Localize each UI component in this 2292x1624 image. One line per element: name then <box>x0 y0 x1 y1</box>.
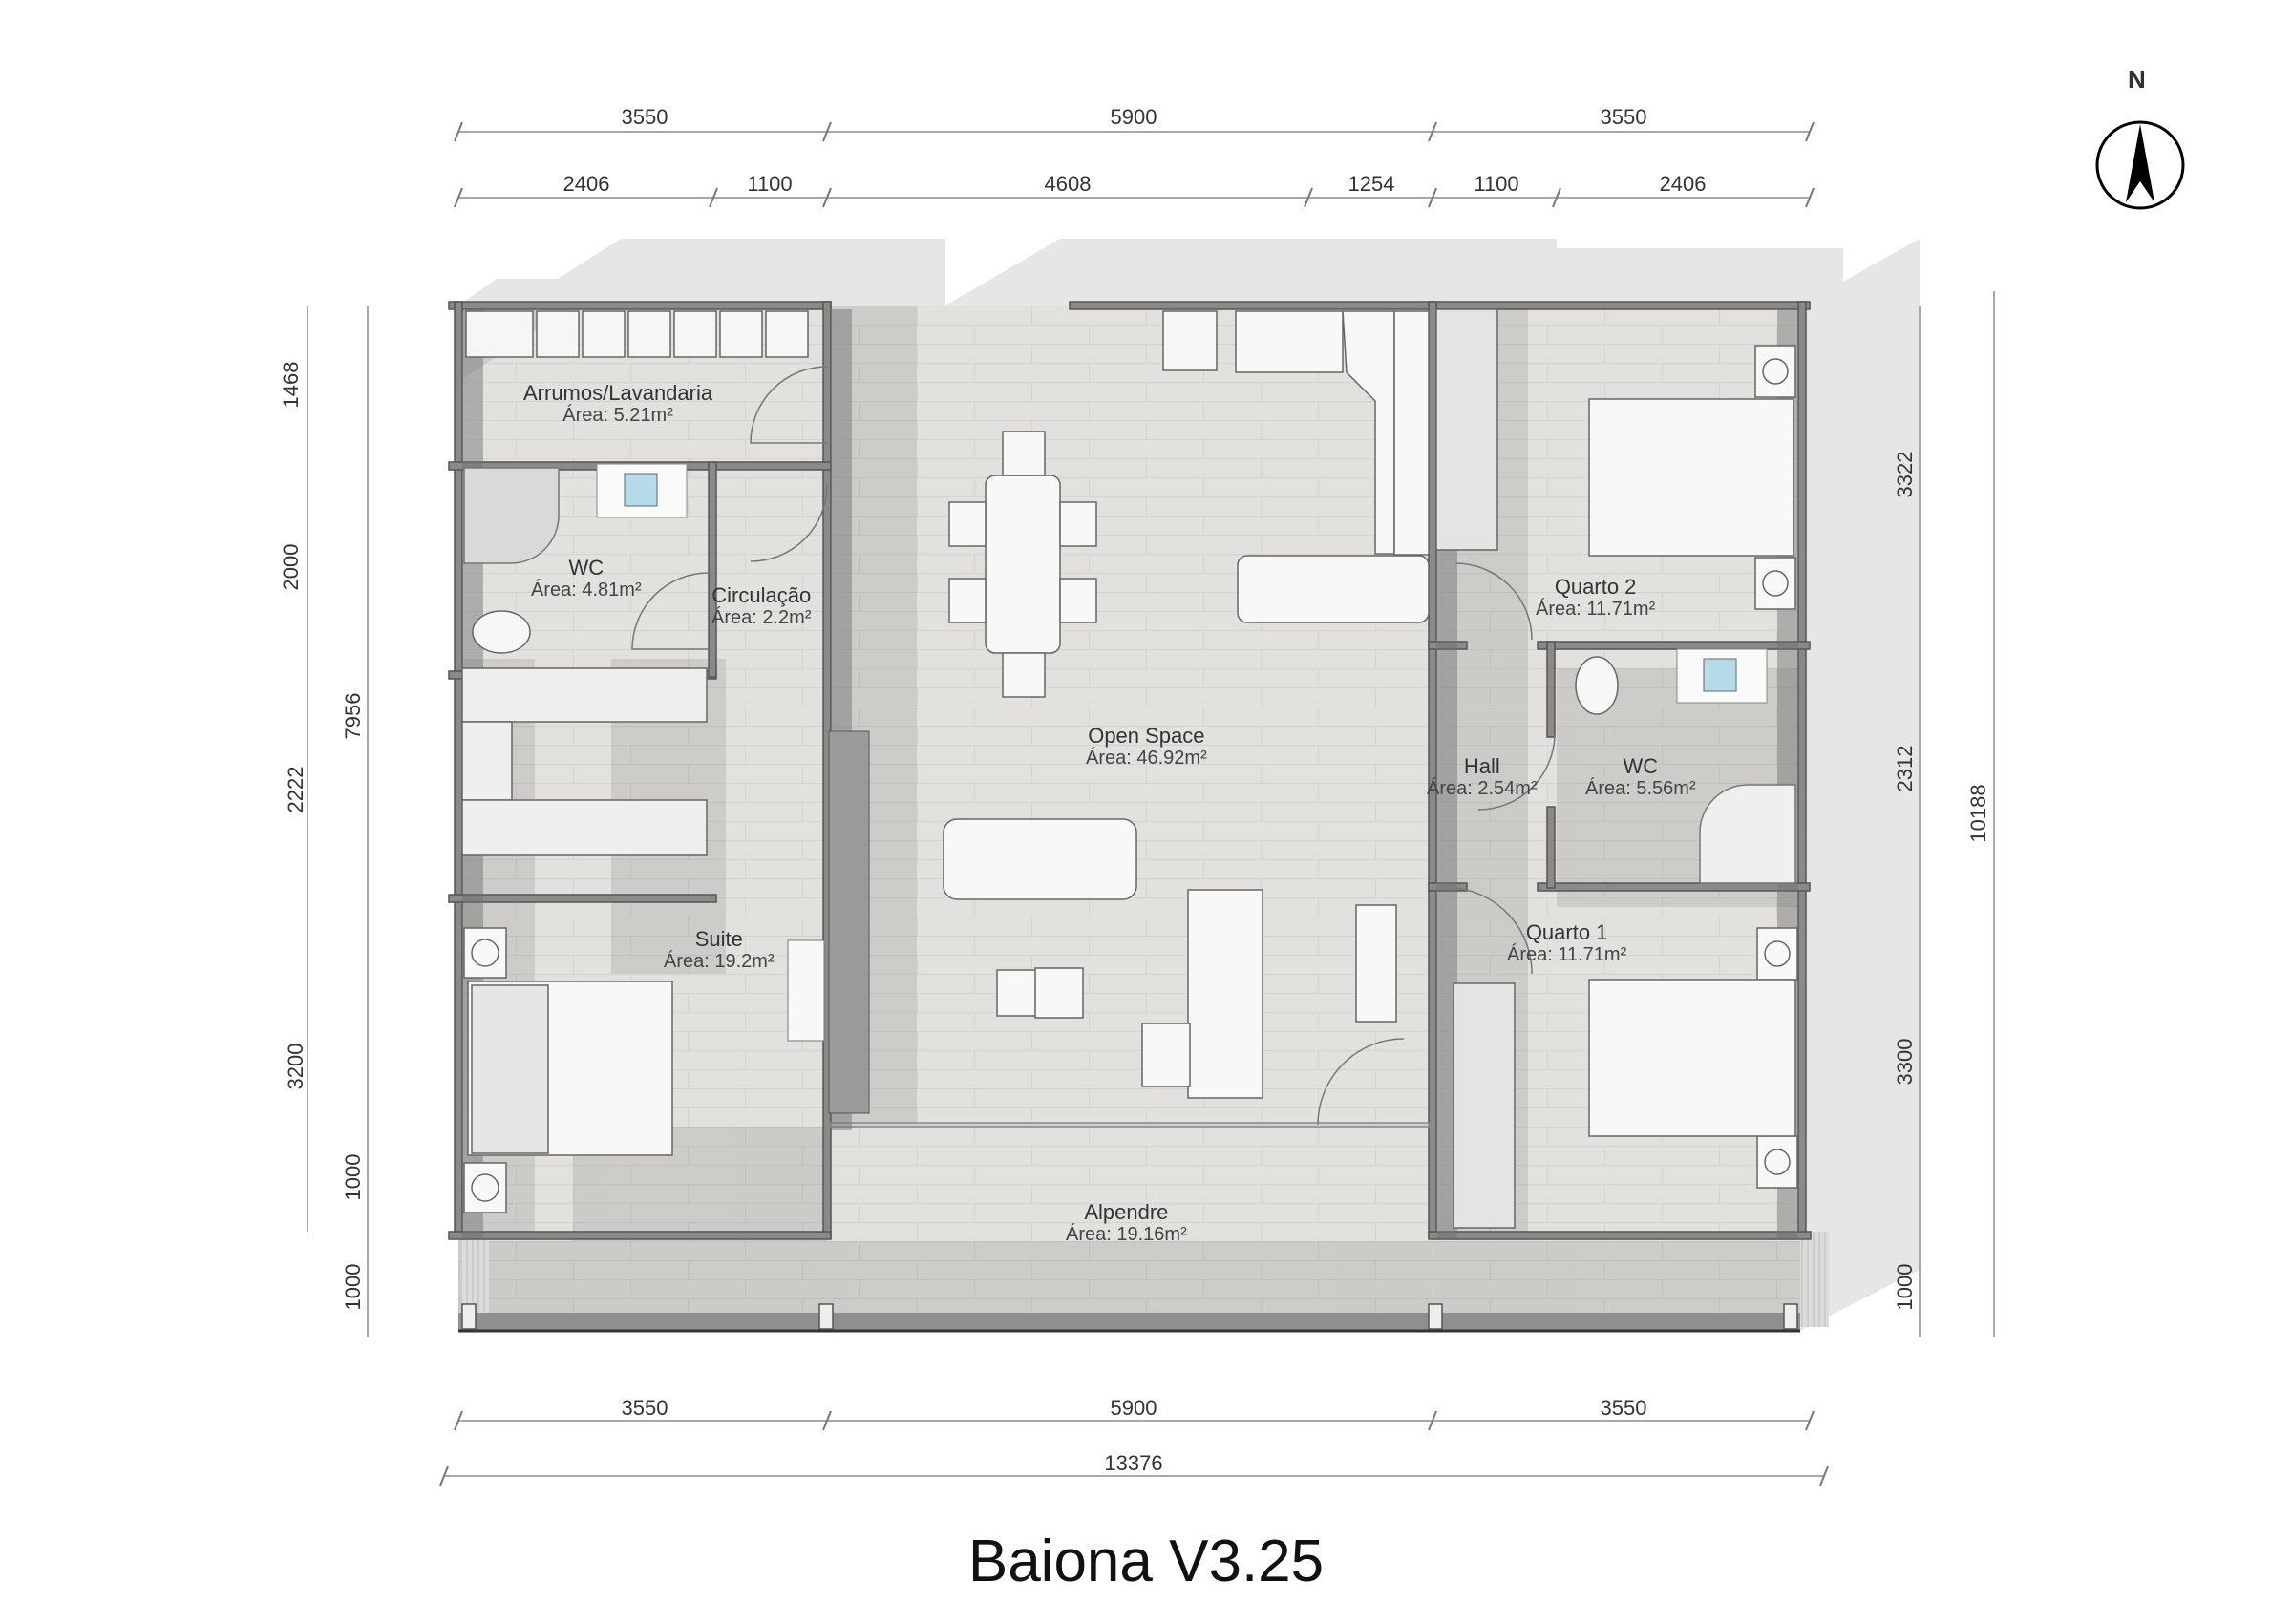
wc-right-toilet <box>1575 656 1619 715</box>
room-name: Quarto 1 <box>1525 920 1608 944</box>
room-quarto1: Quarto 1 Área: 11.71m² <box>1507 920 1626 966</box>
wc-left-shower <box>463 467 560 564</box>
room-name: Hall <box>1463 754 1500 778</box>
room-name: Suite <box>694 927 743 951</box>
living-furniture <box>943 818 1397 1099</box>
dim-top2-2: 1100 <box>747 172 793 196</box>
room-area: Área: 19.16m² <box>1066 1224 1187 1246</box>
dim-bottom-3: 3550 <box>1600 1396 1647 1420</box>
quarto1-bed <box>1588 927 1798 1189</box>
wc-left-toilet <box>472 610 531 654</box>
porch-base <box>458 1313 1800 1331</box>
dim-left-5: 1000 <box>341 1153 365 1201</box>
dim-left-4: 3200 <box>284 1043 308 1090</box>
dim-top-2: 5900 <box>1110 105 1157 129</box>
room-name: Alpendre <box>1084 1200 1169 1224</box>
dim-right-4: 1000 <box>1893 1263 1917 1311</box>
room-suite: Suite Área: 19.2m² <box>664 927 775 973</box>
room-name: Quarto 2 <box>1554 575 1637 599</box>
room-area: Área: 46.92m² <box>1086 748 1207 770</box>
wc-right-shower <box>1699 784 1796 884</box>
door-swings <box>631 366 1556 1126</box>
dim-right-1: 3322 <box>1893 451 1917 498</box>
dim-right-total: 10188 <box>1966 784 1990 843</box>
room-quarto2: Quarto 2 Área: 11.71m² <box>1536 575 1655 621</box>
room-area: Área: 11.71m² <box>1536 599 1656 621</box>
quarto2-bed <box>1588 345 1796 610</box>
dim-left-3: 2222 <box>284 766 308 813</box>
dim-top-3: 3550 <box>1600 105 1647 129</box>
dim-top2-3: 4608 <box>1044 172 1092 196</box>
wc-right-sink <box>1703 658 1737 692</box>
wc-left-sink <box>624 473 658 507</box>
room-name: Circulação <box>711 583 812 607</box>
dim-right-3: 3300 <box>1893 1038 1917 1086</box>
plan-title: Baiona V3.25 <box>967 1529 1325 1594</box>
laundry-counter <box>465 310 809 358</box>
room-name: Arrumos/Lavandaria <box>523 381 713 405</box>
dim-left-2: 2000 <box>279 543 303 591</box>
room-wc-left: WC Área: 4.81m² <box>531 556 642 601</box>
dim-bottom-total: 13376 <box>1104 1451 1163 1475</box>
room-name: WC <box>568 556 605 580</box>
dim-left-porch: 1000 <box>341 1263 365 1311</box>
room-alpendre: Alpendre Área: 19.16m² <box>1066 1200 1187 1246</box>
room-area: Área: 5.56m² <box>1585 778 1696 800</box>
kitchen <box>1162 310 1430 623</box>
dimension-lines <box>307 131 1995 1477</box>
dim-left-1: 1468 <box>279 361 303 409</box>
room-arrumos: Arrumos/Lavandaria Área: 5.21m² <box>523 381 712 427</box>
dim-top2-6: 2406 <box>1659 172 1707 196</box>
room-area: Área: 11.71m² <box>1507 944 1627 966</box>
dim-top-1: 3550 <box>621 105 668 129</box>
dim-top2-4: 1254 <box>1348 172 1395 196</box>
suite-wardrobe <box>461 667 708 856</box>
room-name: Open Space <box>1088 724 1205 748</box>
roof-shadows <box>458 239 1920 1331</box>
room-wc-right: WC Área: 5.56m² <box>1585 754 1696 800</box>
room-hall: Hall Área: 2.54m² <box>1427 754 1538 800</box>
room-name: WC <box>1623 754 1659 778</box>
room-area: Área: 2.54m² <box>1427 778 1538 800</box>
room-area: Área: 4.81m² <box>531 580 642 601</box>
room-open-space: Open Space Área: 46.92m² <box>1086 724 1207 770</box>
dimension-ticks <box>439 121 1829 1487</box>
dim-left-total: 7956 <box>341 692 365 740</box>
dim-bottom-1: 3550 <box>621 1396 668 1420</box>
dim-bottom-2: 5900 <box>1110 1396 1157 1420</box>
room-area: Área: 19.2m² <box>664 951 775 973</box>
north-label: N <box>2128 65 2146 94</box>
dim-right-2: 2312 <box>1893 745 1917 792</box>
dim-top2-5: 1100 <box>1474 172 1519 196</box>
suite-tv-unit <box>828 730 870 1114</box>
room-area: Área: 5.21m² <box>562 405 673 427</box>
room-area: Área: 2.2m² <box>711 607 812 629</box>
north-arrow-icon <box>2095 120 2185 210</box>
suite-bed <box>463 927 673 1213</box>
porch-rail-right <box>1800 1232 1829 1327</box>
dim-top2-1: 2406 <box>562 172 610 196</box>
right-wardrobes <box>1435 308 1516 1229</box>
room-circulacao: Circulação Área: 2.2m² <box>711 583 811 629</box>
dining-table <box>948 431 1097 698</box>
